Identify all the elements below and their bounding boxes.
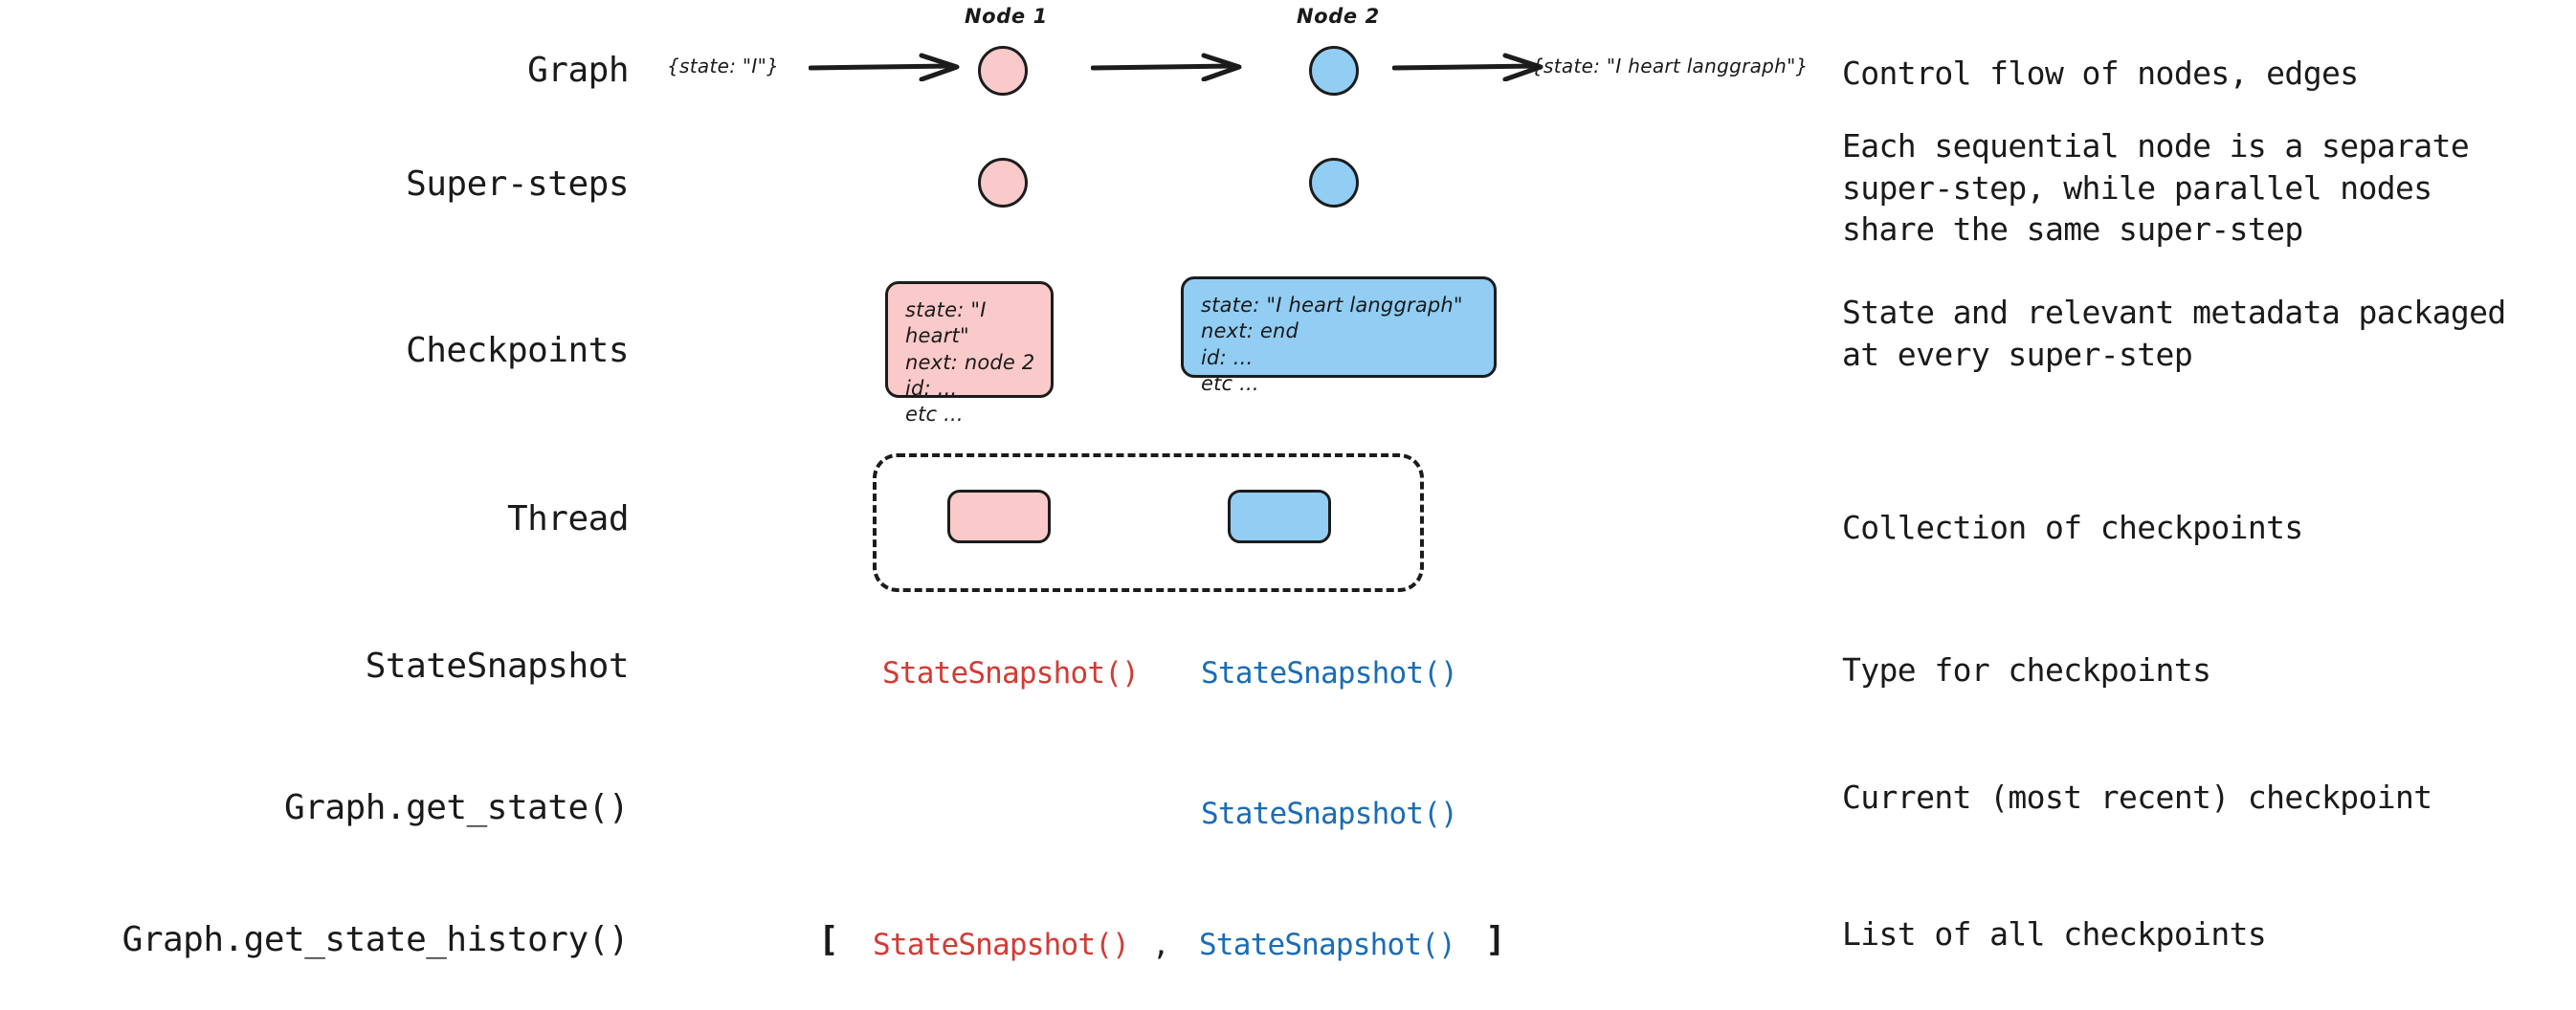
- row-desc-graph: Control flow of nodes, edges: [1842, 55, 2359, 92]
- state-snapshot-blue-label: StateSnapshot(): [1201, 656, 1458, 691]
- graph-node-2-circle: [1309, 46, 1359, 96]
- row-label-checkpoints: Checkpoints: [406, 331, 629, 370]
- checkpoint-box-pink: state: "I heart" next: node 2 id: ... et…: [885, 281, 1054, 426]
- graph-edge-arrow-2: [1091, 53, 1242, 81]
- thread-checkpoint-pink: [947, 490, 1051, 543]
- row-desc-state-snapshot: Type for checkpoints: [1842, 651, 2211, 689]
- graph-node-1-circle: [978, 46, 1028, 96]
- state-snapshot-pink-label: StateSnapshot(): [882, 656, 1140, 691]
- thread-checkpoint-blue: [1228, 490, 1331, 543]
- history-snapshot-pink-label: StateSnapshot(): [873, 928, 1130, 962]
- row-label-graph: Graph: [527, 51, 629, 90]
- get-state-snapshot-label: StateSnapshot(): [1201, 797, 1458, 831]
- graph-output-state-annotation: {state: "I heart langgraph"}: [1531, 55, 1809, 77]
- history-close-bracket: ]: [1485, 920, 1506, 959]
- node-1-caption: Node 1: [965, 5, 1048, 28]
- row-desc-super-steps: Each sequential node is a separate super…: [1842, 127, 2470, 249]
- row-desc-get-state-history: List of all checkpoints: [1842, 915, 2267, 953]
- graph-edge-arrow-3: [1392, 53, 1543, 81]
- super-step-node-2-circle: [1309, 158, 1359, 208]
- row-label-get-state: Graph.get_state(): [284, 788, 629, 827]
- row-desc-thread: Collection of checkpoints: [1842, 509, 2303, 546]
- graph-edge-arrow-1: [809, 53, 960, 81]
- row-label-get-state-history: Graph.get_state_history(): [122, 920, 630, 959]
- history-snapshot-blue-label: StateSnapshot(): [1199, 928, 1456, 962]
- row-desc-get-state: Current (most recent) checkpoint: [1842, 779, 2432, 816]
- row-desc-checkpoints: State and relevant metadata packaged at …: [1842, 294, 2506, 373]
- row-label-super-steps: Super-steps: [406, 165, 629, 204]
- checkpoint-box-blue: state: "I heart langgraph" next: end id:…: [1181, 276, 1497, 395]
- row-label-thread: Thread: [506, 499, 630, 538]
- graph-input-state-annotation: {state: "I"}: [667, 55, 780, 77]
- row-label-state-snapshot: StateSnapshot: [365, 647, 630, 686]
- super-step-node-1-circle: [978, 158, 1028, 208]
- thread-container: [873, 453, 1424, 592]
- node-2-caption: Node 2: [1297, 5, 1380, 28]
- history-open-bracket: [: [818, 920, 839, 959]
- history-separator: ,: [1152, 928, 1170, 962]
